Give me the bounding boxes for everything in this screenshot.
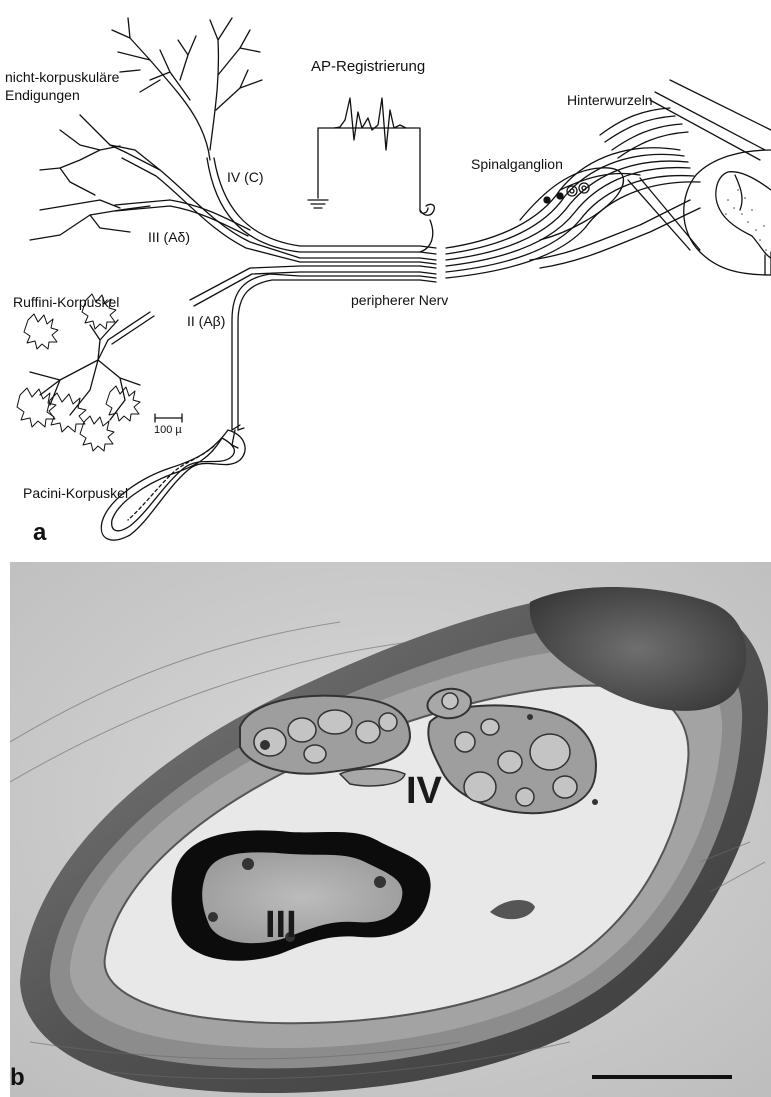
panel-b-electron-micrograph: IV III b	[10, 562, 771, 1097]
label-peripheral-nerve: peripherer Nerv	[351, 292, 448, 309]
ruffini-corpuscle	[30, 320, 140, 420]
ap-recording-electrode	[308, 98, 434, 215]
panel-a-schematic: nicht-korpuskuläre Endigungen AP-Registr…	[0, 0, 771, 552]
label-non-corpuscular-line2: Endigungen	[5, 87, 80, 104]
label-non-corpuscular-line1: nicht-korpuskuläre	[5, 69, 119, 86]
a-delta-free-endings	[30, 115, 160, 240]
grey-matter-stipple	[725, 189, 767, 251]
label-fiber-iii-adelta: III (Aδ)	[148, 229, 190, 246]
label-group-iv: IV	[406, 770, 442, 813]
label-dorsal-roots: Hinterwurzeln	[567, 92, 653, 109]
label-fiber-iv-c: IV (C)	[227, 169, 264, 186]
label-scale-100-micron: 100 µ	[154, 422, 182, 439]
panel-letter-a: a	[33, 519, 46, 547]
scale-bar-a	[155, 414, 182, 422]
em-image	[10, 562, 771, 1097]
label-group-iii: III	[265, 904, 297, 947]
label-ruffini: Ruffini-Korpuskel	[13, 294, 119, 311]
ruffini-endings	[17, 294, 140, 451]
pacini-corpuscle	[101, 425, 245, 540]
panel-letter-b: b	[10, 1064, 25, 1092]
c-fiber-free-endings	[112, 18, 262, 160]
label-ap-recording: AP-Registrierung	[311, 58, 425, 75]
label-spinal-ganglion: Spinalganglion	[471, 156, 563, 173]
label-fiber-ii-abeta: II (Aβ)	[187, 313, 225, 330]
spinal-cord	[684, 150, 771, 275]
scale-bar-b	[592, 1075, 732, 1079]
label-pacini: Pacini-Korpuskel	[23, 485, 128, 502]
